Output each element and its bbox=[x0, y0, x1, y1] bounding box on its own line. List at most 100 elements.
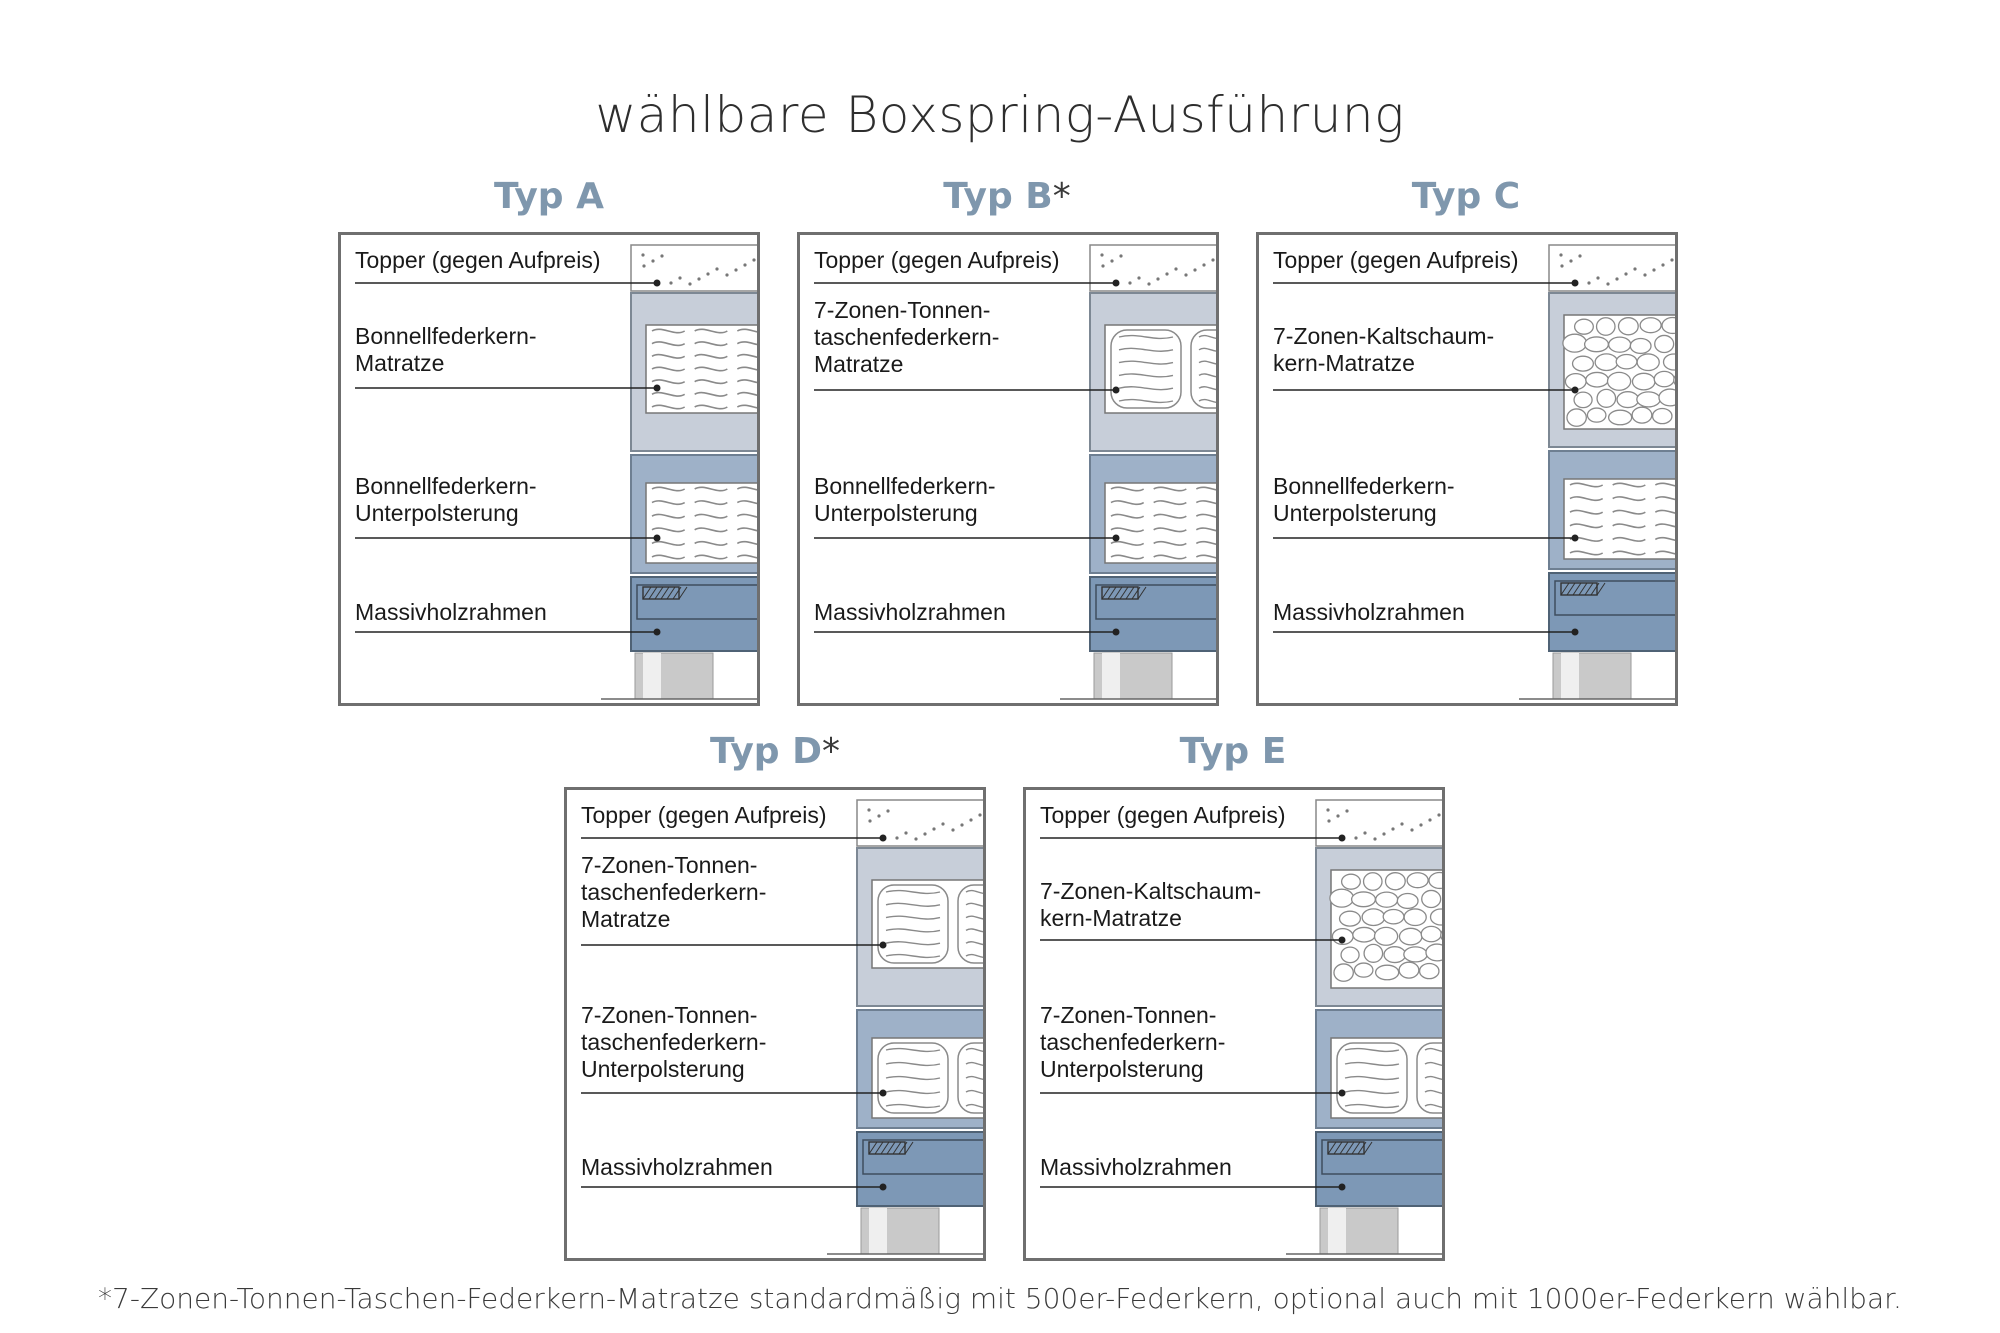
leader-dot bbox=[1338, 834, 1346, 842]
pocket bbox=[957, 884, 983, 964]
hatch-line bbox=[1327, 1141, 1337, 1155]
type-a-name: Typ A bbox=[494, 176, 604, 217]
topper-speck bbox=[1326, 808, 1330, 812]
foam-cell bbox=[1384, 872, 1406, 891]
type-e-underlay-label: 7-Zonen-Tonnen- taschenfederkern- Unterp… bbox=[1040, 1002, 1226, 1082]
foam-cell bbox=[1361, 908, 1386, 927]
topper-speck bbox=[641, 253, 645, 257]
bonnell-coil bbox=[694, 486, 728, 560]
leader-dot bbox=[1338, 1183, 1346, 1191]
foam-cell bbox=[1374, 964, 1400, 981]
type-d-title: Typ D* bbox=[565, 731, 985, 772]
foot-highlight bbox=[869, 1208, 887, 1254]
footnote: *7-Zonen-Tonnen-Taschen-Federkern-Matrat… bbox=[98, 1282, 1902, 1315]
topper-speck bbox=[678, 276, 682, 280]
foam-cell bbox=[1617, 317, 1639, 336]
type-b-star: * bbox=[1052, 176, 1071, 217]
pocket-coil bbox=[885, 889, 941, 959]
topper-layer bbox=[856, 799, 983, 847]
spring-core bbox=[645, 482, 757, 564]
topper-speck bbox=[1336, 814, 1340, 818]
pocket bbox=[1190, 329, 1216, 409]
foam-cell bbox=[1615, 353, 1638, 370]
hatch-line bbox=[648, 586, 658, 600]
topper-speck bbox=[1184, 273, 1188, 277]
pocket bbox=[1110, 329, 1182, 409]
bonnell-coil bbox=[694, 328, 728, 410]
hatch-line bbox=[868, 1141, 878, 1155]
topper-layer bbox=[1548, 244, 1675, 292]
leader-dot bbox=[1338, 936, 1346, 944]
foam-cell bbox=[1571, 355, 1595, 372]
leader-dot bbox=[1571, 279, 1579, 287]
foam-cell bbox=[1398, 961, 1420, 979]
topper-speck bbox=[1587, 281, 1591, 285]
type-d-frame-label: Massivholzrahmen bbox=[581, 1154, 773, 1180]
topper-speck bbox=[651, 259, 655, 263]
leader-dot bbox=[653, 384, 661, 392]
hatch-line bbox=[1107, 586, 1117, 600]
foam-cell bbox=[1428, 871, 1442, 890]
foam-cell bbox=[1420, 925, 1442, 943]
hatch-line bbox=[892, 1141, 902, 1155]
topper-speck bbox=[1578, 254, 1582, 258]
foam-cell bbox=[1425, 943, 1442, 962]
hatch-line bbox=[678, 586, 688, 600]
foot-highlight bbox=[1328, 1208, 1346, 1254]
topper-speck bbox=[1661, 263, 1665, 267]
foam-cell bbox=[1352, 926, 1376, 943]
leader-dot bbox=[879, 1089, 887, 1097]
topper-layer bbox=[1315, 799, 1442, 847]
leader-dot bbox=[1571, 386, 1579, 394]
topper-speck bbox=[978, 813, 982, 817]
hatch-line bbox=[1101, 586, 1111, 600]
foam-cell bbox=[1586, 407, 1607, 423]
pocket-coil bbox=[1344, 1047, 1400, 1109]
leader-dot bbox=[1112, 386, 1120, 394]
bonnell-coil bbox=[1654, 482, 1675, 555]
pocket-coil bbox=[1198, 334, 1216, 403]
frame-rail bbox=[1095, 584, 1216, 620]
leader-dot bbox=[879, 834, 887, 842]
bonnell-coil bbox=[1153, 486, 1187, 560]
topper-speck bbox=[1400, 822, 1404, 826]
foam-cell bbox=[1340, 946, 1360, 964]
topper-speck bbox=[715, 267, 719, 271]
type-a-frame-label: Massivholzrahmen bbox=[355, 599, 547, 625]
topper-speck bbox=[932, 827, 936, 831]
bonnell-coil bbox=[1612, 482, 1646, 556]
foam-cell bbox=[1673, 375, 1675, 386]
foam-cell bbox=[1606, 371, 1632, 391]
frame-rail bbox=[862, 1139, 983, 1175]
hatch-line bbox=[1584, 582, 1594, 596]
foam-cell bbox=[1573, 318, 1594, 335]
type-b-underlay-label: Bonnellfederkern- Unterpolsterung bbox=[814, 473, 996, 526]
topper-speck bbox=[923, 832, 927, 836]
type-c-name: Typ C bbox=[1411, 176, 1521, 217]
type-e-topper-label: Topper (gegen Aufpreis) bbox=[1040, 802, 1286, 828]
leader-dot bbox=[1112, 628, 1120, 636]
topper-speck bbox=[725, 273, 729, 277]
foam-cell bbox=[1676, 335, 1678, 353]
foam-cell bbox=[1403, 908, 1427, 927]
leader-dot bbox=[1571, 534, 1579, 542]
foam-cell bbox=[1653, 370, 1675, 388]
type-e-frame-label: Massivholzrahmen bbox=[1040, 1154, 1232, 1180]
topper-speck bbox=[1615, 277, 1619, 281]
hatch-line bbox=[1113, 586, 1123, 600]
foam-cell bbox=[1629, 337, 1652, 355]
foam-cell bbox=[1333, 963, 1354, 982]
foam-cell bbox=[1583, 336, 1610, 353]
topper-speck bbox=[1569, 259, 1573, 263]
topper-layer bbox=[1089, 244, 1216, 292]
foam-cell bbox=[1382, 908, 1405, 925]
topper-speck bbox=[697, 277, 701, 281]
topper-speck bbox=[886, 809, 890, 813]
type-d-name: Typ D bbox=[710, 731, 822, 772]
leader-dot bbox=[1112, 534, 1120, 542]
hatch-line bbox=[904, 1141, 914, 1155]
leader-dot bbox=[879, 1183, 887, 1191]
topper-speck bbox=[1128, 281, 1132, 285]
foam-cell bbox=[1651, 407, 1673, 425]
topper-speck bbox=[1391, 827, 1395, 831]
